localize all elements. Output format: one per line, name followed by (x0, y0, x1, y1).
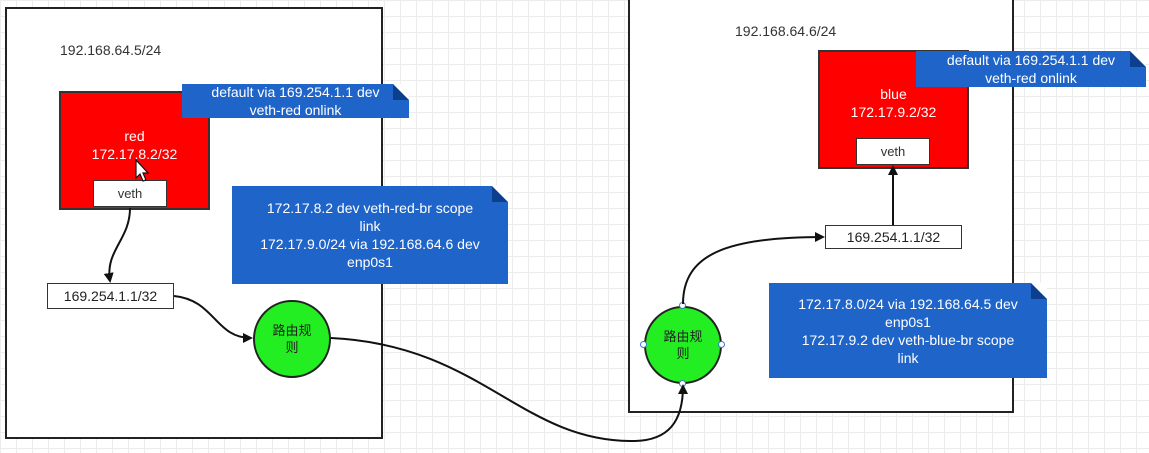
note-line: enp0s1 (885, 313, 931, 330)
right-gateway-ip[interactable]: 169.254.1.1/32 (825, 225, 962, 249)
note-fold-icon (393, 84, 409, 100)
note-line: 172.17.9.2 dev veth-blue-br scope (801, 331, 1015, 348)
red-namespace-name: red (124, 128, 145, 144)
note-fold-icon (1031, 283, 1047, 299)
note-line: 172.17.8.0/24 via 192.168.64.5 dev (798, 295, 1018, 312)
right-host-ip: 192.168.64.6/24 (735, 23, 837, 39)
router-label: 路由规 (663, 329, 703, 344)
note-line: 172.17.9.0/24 via 192.168.64.6 dev (260, 236, 480, 252)
note-line: veth-red onlink (249, 102, 342, 118)
blue-namespace-name: blue (880, 86, 907, 102)
selection-handle[interactable] (679, 380, 686, 387)
note-fold-icon (1130, 51, 1146, 67)
note-line: default via 169.254.1.1 dev (211, 84, 380, 100)
router-label: 则 (676, 346, 690, 361)
left-host-route-note: 172.17.8.2 dev veth-red-br scope link 17… (232, 186, 508, 284)
note-line: enp0s1 (347, 254, 393, 270)
selection-handle[interactable] (640, 341, 647, 348)
blue-namespace-ip: 172.17.9.2/32 (850, 104, 937, 120)
note-fold-icon (492, 186, 508, 202)
left-host-ip: 192.168.64.5/24 (60, 42, 162, 58)
blue-veth[interactable]: veth (856, 138, 930, 165)
selection-handle[interactable] (679, 302, 686, 309)
note-line: link (897, 349, 919, 366)
note-line: default via 169.254.1.1 dev (946, 52, 1116, 68)
note-line: 172.17.8.2 dev veth-red-br scope (266, 200, 474, 216)
red-namespace-ip: 172.17.8.2/32 (91, 146, 178, 162)
left-routing-rules[interactable]: 路由规 则 (253, 300, 331, 378)
left-gateway-ip[interactable]: 169.254.1.1/32 (47, 283, 174, 309)
red-default-route-note: default via 169.254.1.1 dev veth-red onl… (182, 84, 409, 118)
router-label: 则 (285, 340, 299, 355)
selection-handle[interactable] (718, 341, 725, 348)
red-veth[interactable]: veth (93, 180, 167, 207)
note-line: link (359, 218, 381, 234)
router-label: 路由规 (272, 323, 312, 338)
note-line: veth-red onlink (985, 70, 1077, 86)
right-host-route-note: 172.17.8.0/24 via 192.168.64.5 dev enp0s… (769, 283, 1047, 378)
blue-default-route-note: default via 169.254.1.1 dev veth-red onl… (916, 51, 1146, 87)
right-routing-rules[interactable]: 路由规 则 (644, 306, 722, 384)
